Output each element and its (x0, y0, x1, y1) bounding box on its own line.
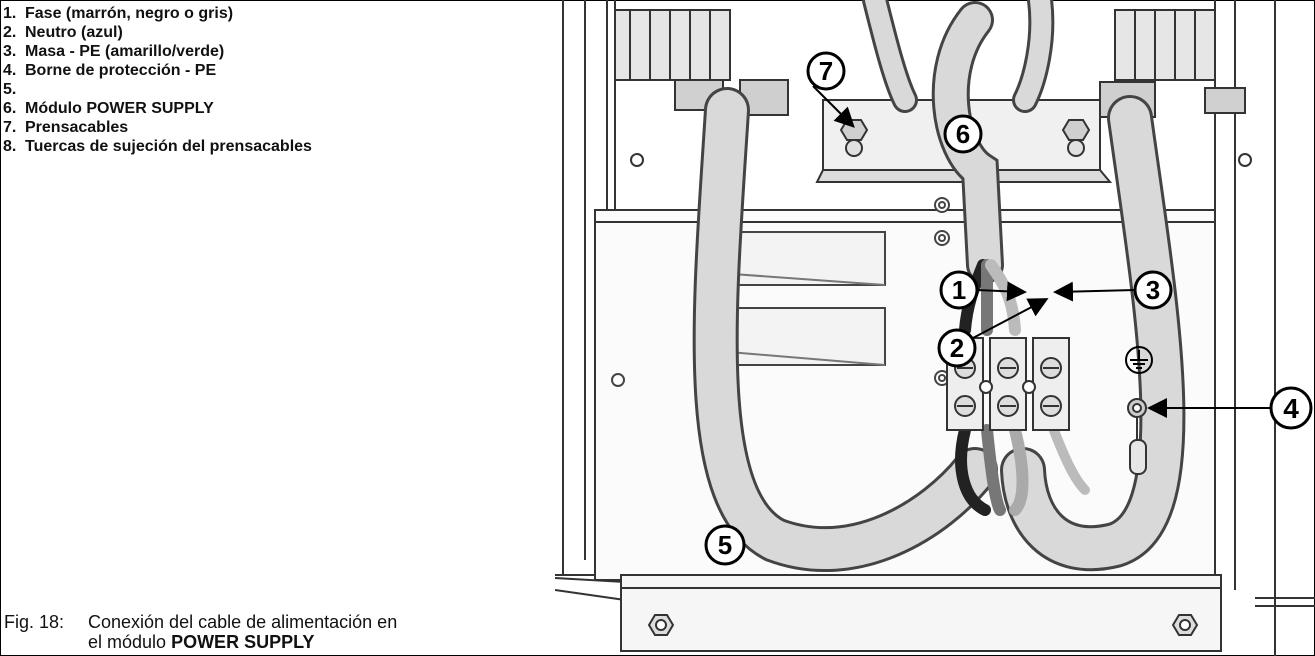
legend-item-6: 6. Módulo POWER SUPPLY (3, 99, 548, 118)
power-cables (692, 0, 1186, 572)
side-fitting (611, 373, 625, 387)
cabinet-frame (555, 0, 1315, 656)
legend-item-5: 5. (3, 80, 548, 99)
legend-text: Masa - PE (amarillo/verde) (25, 43, 225, 60)
legend-item-7: 7. Prensacables (3, 118, 548, 137)
legend-num: 3. (3, 43, 17, 60)
legend-num: 2. (3, 24, 17, 41)
legend-item-1: 1. Fase (marrón, negro o gris) (3, 4, 548, 23)
caption-line-1: Conexión del cable de alimentación en (88, 612, 398, 632)
callout-5: 5 (704, 524, 746, 566)
legend-num: 6. (3, 100, 17, 117)
callout-6-label: 6 (956, 119, 970, 149)
caption-label: Fig. 18: (4, 612, 65, 632)
callout-5-label: 5 (718, 530, 732, 560)
callout-2: 2 (937, 298, 1049, 368)
legend-text: Fase (marrón, negro o gris) (25, 5, 234, 22)
base-plate (620, 574, 1222, 652)
callouts: 7 6 1 3 2 4 5 (704, 51, 1313, 566)
legend-num: 4. (3, 62, 17, 79)
legend-list: 1. Fase (marrón, negro o gris) 2. Neutro (… (3, 4, 548, 156)
ground-symbol-icon (1125, 346, 1153, 374)
legend-num: 1. (3, 5, 17, 22)
power-supply-wiring-illustration: 7 6 1 3 2 4 5 (555, 0, 1315, 656)
legend-text: Módulo POWER SUPPLY (25, 100, 214, 117)
caption-line-2-bold: POWER SUPPLY (171, 632, 315, 652)
legend-text: Tuercas de sujeción del prensacables (25, 138, 312, 155)
legend-text: Neutro (azul) (25, 24, 123, 41)
legend-item-3: 3. Masa - PE (amarillo/verde) (3, 42, 548, 61)
caption-line-2-text: el módulo (88, 632, 172, 652)
legend-item-8: 8. Tuercas de sujeción del prensacables (3, 137, 548, 156)
caption-line-2: el módulo POWER SUPPLY (88, 632, 314, 652)
callout-4: 4 (1147, 386, 1313, 430)
legend-item-4: 4. Borne de protección - PE (3, 61, 548, 80)
callout-6: 6 (943, 114, 983, 154)
callout-2-label: 2 (950, 333, 964, 363)
legend-num: 8. (3, 138, 17, 155)
callout-7-label: 7 (819, 56, 833, 86)
left-module (614, 9, 789, 167)
figure-caption: Fig. 18: Conexión del cable de alimentaci… (4, 612, 554, 652)
pe-terminal (1127, 398, 1147, 475)
legend-num: 7. (3, 119, 17, 136)
legend-item-2: 2. Neutro (azul) (3, 23, 548, 42)
legend-text: Prensacables (25, 119, 129, 136)
callout-3: 3 (1053, 270, 1173, 310)
callout-1: 1 (939, 270, 1027, 310)
callout-3-label: 3 (1146, 275, 1160, 305)
terminal-block (946, 337, 1070, 431)
conductors (955, 259, 1090, 516)
panel-slots (704, 231, 886, 366)
callout-4-label: 4 (1283, 393, 1299, 424)
legend-text: Borne de protección - PE (25, 62, 217, 79)
panel-screws (934, 197, 950, 386)
callout-1-label: 1 (952, 275, 966, 305)
callout-7: 7 (806, 51, 855, 128)
legend-num: 5. (3, 81, 17, 98)
